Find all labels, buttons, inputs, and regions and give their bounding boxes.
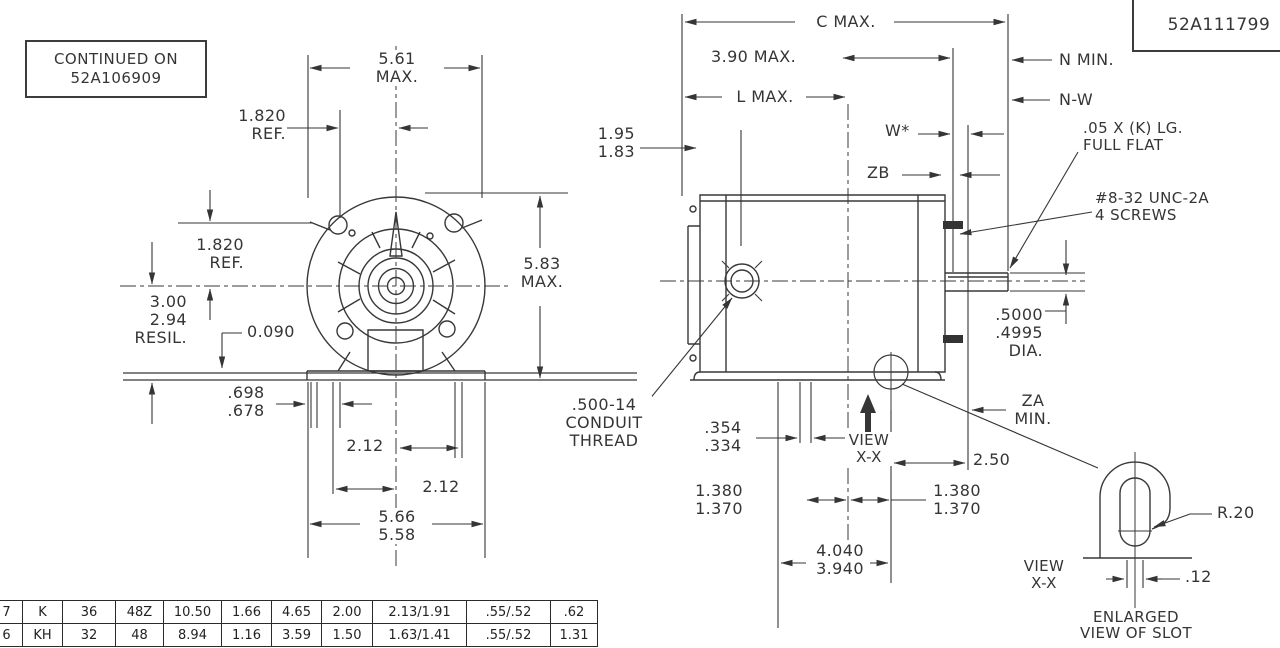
side-view-centerlines [660,104,1085,560]
dim-zb: ZB [866,163,891,182]
view-xx-arrow-icon [860,394,876,432]
table-cell: .55/.52 [466,600,551,624]
dim-0-090: 0.090 [246,322,296,341]
dim-1-820-left: 1.820 REF. [173,236,245,272]
dim-5-61: 5.61 MAX. [350,50,444,86]
dim-2-50: 2.50 [972,450,1012,469]
dim-n-min: N MIN. [1058,50,1116,69]
table-cell: K [22,600,63,624]
table-cell: 1.16 [221,623,272,647]
flat-note: .05 X (K) LG. FULL FLAT [1082,119,1184,154]
dim-l-max: L MAX. [724,88,806,106]
dim-354-334: .354 .334 [698,419,748,455]
dim-1-95-1-83: 1.95 1.83 [590,125,636,161]
table-cell: 48 [115,623,164,647]
dim-2-12-upper: 2.12 [342,437,388,455]
dim-1-380-right: 1.380 1.370 [928,482,986,518]
table-cell: 1.50 [321,623,373,647]
drawing-number-box: 52A111799 [1132,0,1280,52]
view-xx-side-label: VIEW X-X [845,432,893,466]
table-cell: 36 [62,600,116,624]
conduit-note: .500-14 CONDUIT THREAD [556,396,652,450]
dim-1-380-left: 1.380 1.370 [690,482,748,518]
table-cell: 2.00 [321,600,373,624]
table-cell: 3.59 [271,623,322,647]
table-cell: 1.63/1.41 [372,623,467,647]
dim-12: .12 [1184,567,1213,586]
table-cell: 7 [0,600,23,624]
dim-n-w: N-W [1058,90,1095,109]
spec-table-row: 7 K 36 48Z 10.50 1.66 4.65 2.00 2.13/1.9… [0,600,598,624]
dim-4-040-3-940: 4.040 3.940 [810,542,870,578]
dim-2-12-lower: 2.12 [418,478,464,496]
table-cell: 1.66 [221,600,272,624]
table-cell: 8.94 [163,623,222,647]
spec-table: 7 K 36 48Z 10.50 1.66 4.65 2.00 2.13/1.9… [0,600,598,647]
dim-3-90-max: 3.90 MAX. [710,47,798,66]
table-cell: 1.31 [550,623,598,647]
table-cell: 4.65 [271,600,322,624]
screw-note: #8-32 UNC-2A 4 SCREWS [1094,189,1211,224]
dim-5-66-5-58: 5.66 5.58 [370,508,424,544]
front-view-centerlines [120,46,572,566]
enlarged-slot-view [1083,452,1192,608]
slot-caption: ENLARGED VIEW OF SLOT [1070,609,1202,641]
table-cell: 32 [62,623,116,647]
table-cell: 48Z [115,600,164,624]
front-view-dimensions [148,55,568,558]
dim-3-00-resil: 3.00 2.94 RESIL. [108,293,188,347]
dim-1-820-top: 1.820 REF. [203,107,287,143]
table-cell: 6 [0,623,23,647]
dim-c-max: C MAX. [798,13,894,31]
radius-r20-label: R.20 [1216,503,1256,522]
table-cell: KH [22,623,63,647]
table-cell: 10.50 [163,600,222,624]
view-xx-slot-label: VIEW X-X [1020,558,1068,592]
table-cell: .55/.52 [466,623,551,647]
dim-za-min: ZA MIN. [1008,392,1058,428]
dim-shaft-dia: .5000 .4995 DIA. [980,306,1044,360]
dim-w-star: W* [884,121,911,140]
enlarged-slot-dimensions [1106,514,1212,588]
dim-5-83: 5.83 MAX. [512,255,572,291]
table-cell: .62 [550,600,598,624]
continued-on-box: CONTINUED ON 52A106909 [25,40,207,98]
side-view-dimensions [640,14,1098,628]
dim-698-678: .698 .678 [218,384,274,420]
side-view [688,195,1008,412]
table-cell: 2.13/1.91 [372,600,467,624]
spec-table-row: 6 KH 32 48 8.94 1.16 3.59 1.50 1.63/1.41… [0,623,598,647]
